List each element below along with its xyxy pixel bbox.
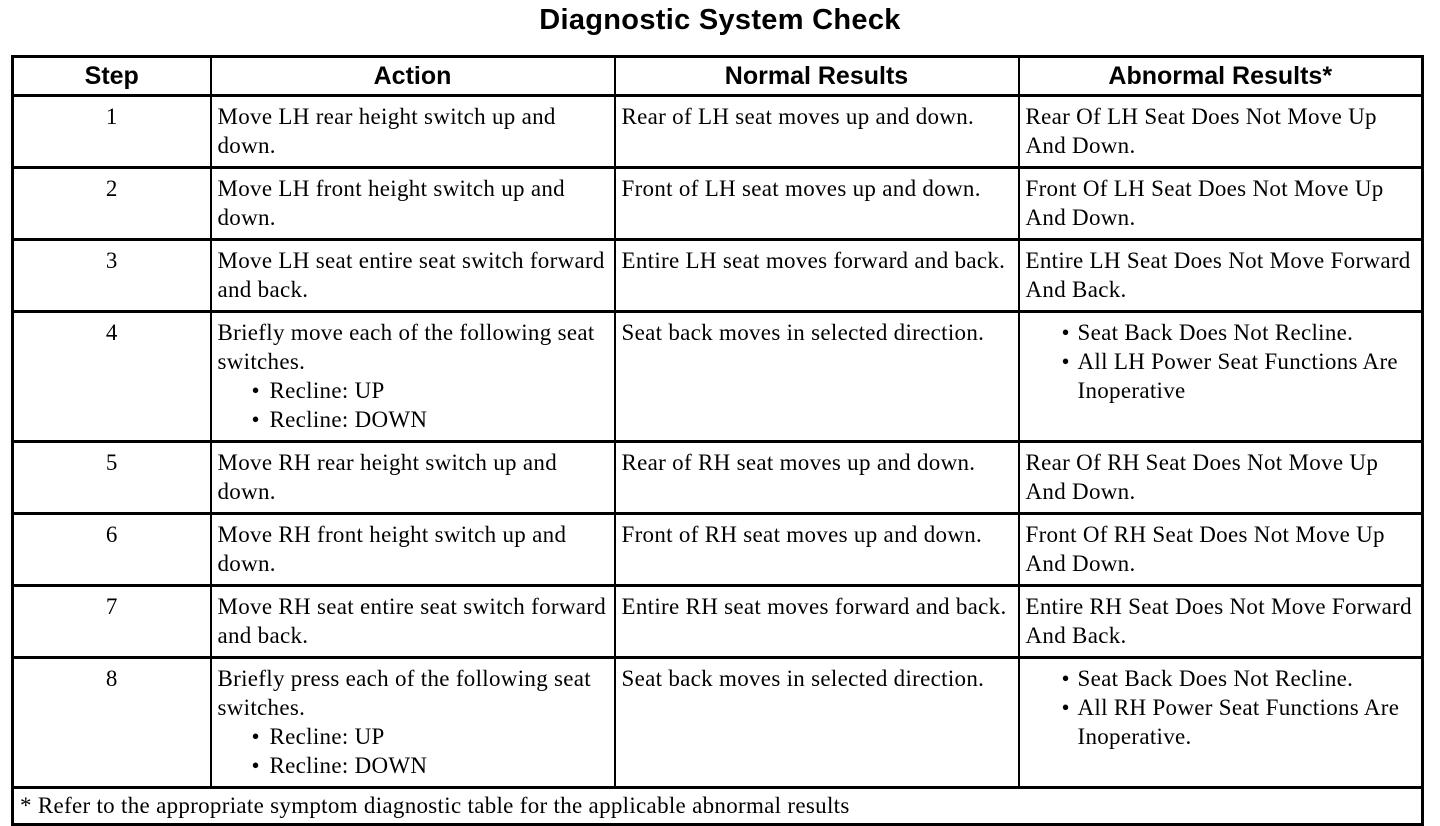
abnormal-bullet-text: All LH Power Seat Functions Are Inoperat… — [1077, 349, 1398, 403]
abnormal-result-cell: Front Of RH Seat Does Not Move Up And Do… — [1017, 512, 1424, 587]
abnormal-bullet: • Seat Back Does Not Recline. — [1026, 664, 1418, 693]
abnormal-bullet: • All LH Power Seat Functions Are Inopera… — [1026, 347, 1418, 405]
bullet-icon: • — [251, 753, 260, 778]
action-bullet: • Recline: DOWN — [218, 751, 610, 780]
normal-result-cell: Seat back moves in selected direction. — [613, 310, 1020, 443]
action-bullet: • Recline: UP — [218, 722, 610, 751]
header-step: Step — [11, 55, 212, 97]
bullet-icon: • — [1061, 349, 1070, 374]
footnote-row: * Refer to the appropriate symptom diagn… — [11, 786, 1424, 826]
abnormal-bullet-text: Seat Back Does Not Recline. — [1077, 320, 1354, 345]
step-cell: 7 — [11, 584, 212, 659]
step-cell: 1 — [11, 94, 212, 169]
normal-result-cell: Front of LH seat moves up and down. — [613, 166, 1020, 241]
bullet-icon: • — [251, 724, 260, 749]
step-cell: 3 — [11, 238, 212, 313]
bullet-icon: • — [1061, 666, 1070, 691]
abnormal-result-cell: Entire LH Seat Does Not Move Forward And… — [1017, 238, 1424, 313]
normal-result-cell: Front of RH seat moves up and down. — [613, 512, 1020, 587]
normal-result-cell: Entire LH seat moves forward and back. — [613, 238, 1020, 313]
table-row: 7 Move RH seat entire seat switch forwar… — [11, 584, 1424, 659]
bullet-icon: • — [1061, 695, 1070, 720]
action-bullet-text: Recline: DOWN — [269, 753, 428, 778]
action-bullet-text: Recline: DOWN — [269, 407, 428, 432]
action-cell: Move RH rear height switch up and down. — [209, 440, 616, 515]
header-action: Action — [209, 55, 616, 97]
abnormal-result-cell: Rear Of RH Seat Does Not Move Up And Dow… — [1017, 440, 1424, 515]
action-text: Briefly move each of the following seat … — [217, 320, 595, 374]
step-cell: 5 — [11, 440, 212, 515]
table-row: 1 Move LH rear height switch up and down… — [11, 94, 1424, 169]
bullet-icon: • — [251, 378, 260, 403]
abnormal-result-cell: Entire RH Seat Does Not Move Forward And… — [1017, 584, 1424, 659]
diagnostic-table: Step Action Normal Results Abnormal Resu… — [11, 55, 1424, 826]
action-cell: Briefly move each of the following seat … — [209, 310, 616, 443]
table-row: 8 Briefly press each of the following se… — [11, 656, 1424, 789]
abnormal-bullet: • All RH Power Seat Functions Are Inopera… — [1026, 693, 1418, 751]
table-row: 2 Move LH front height switch up and dow… — [11, 166, 1424, 241]
action-cell: Briefly press each of the following seat… — [209, 656, 616, 789]
bullet-icon: • — [1061, 320, 1070, 345]
page-title: Diagnostic System Check — [539, 4, 901, 36]
action-cell: Move LH seat entire seat switch forward … — [209, 238, 616, 313]
header-row: Step Action Normal Results Abnormal Resu… — [11, 55, 1424, 97]
step-cell: 6 — [11, 512, 212, 587]
action-cell: Move LH front height switch up and down. — [209, 166, 616, 241]
action-cell: Move RH front height switch up and down. — [209, 512, 616, 587]
footnote: * Refer to the appropriate symptom diagn… — [11, 786, 1424, 826]
action-cell: Move RH seat entire seat switch forward … — [209, 584, 616, 659]
step-cell: 2 — [11, 166, 212, 241]
abnormal-result-cell: • Seat Back Does Not Recline. • All LH Pow… — [1017, 310, 1424, 443]
action-bullet-text: Recline: UP — [269, 378, 385, 403]
header-normal-results: Normal Results — [613, 55, 1020, 97]
normal-result-cell: Entire RH seat moves forward and back. — [613, 584, 1020, 659]
normal-result-cell: Seat back moves in selected direction. — [613, 656, 1020, 789]
normal-result-cell: Rear of RH seat moves up and down. — [613, 440, 1020, 515]
abnormal-result-cell: • Seat Back Does Not Recline. • All RH Pow… — [1017, 656, 1424, 789]
abnormal-bullet-text: Seat Back Does Not Recline. — [1077, 666, 1354, 691]
abnormal-bullet-text: All RH Power Seat Functions Are Inoperat… — [1077, 695, 1400, 749]
abnormal-bullet: • Seat Back Does Not Recline. — [1026, 318, 1418, 347]
table-row: 5 Move RH rear height switch up and down… — [11, 440, 1424, 515]
step-cell: 8 — [11, 656, 212, 789]
action-bullet: • Recline: DOWN — [218, 405, 610, 434]
table-row: 6 Move RH front height switch up and dow… — [11, 512, 1424, 587]
table-row: 4 Briefly move each of the following sea… — [11, 310, 1424, 443]
step-cell: 4 — [11, 310, 212, 443]
abnormal-result-cell: Rear Of LH Seat Does Not Move Up And Dow… — [1017, 94, 1424, 169]
normal-result-cell: Rear of LH seat moves up and down. — [613, 94, 1020, 169]
header-abnormal-results: Abnormal Results* — [1017, 55, 1424, 97]
action-cell: Move LH rear height switch up and down. — [209, 94, 616, 169]
action-bullet-text: Recline: UP — [269, 724, 385, 749]
bullet-icon: • — [251, 407, 260, 432]
table-row: 3 Move LH seat entire seat switch forwar… — [11, 238, 1424, 313]
action-bullet: • Recline: UP — [218, 376, 610, 405]
abnormal-result-cell: Front Of LH Seat Does Not Move Up And Do… — [1017, 166, 1424, 241]
action-text: Briefly press each of the following seat… — [217, 666, 591, 720]
